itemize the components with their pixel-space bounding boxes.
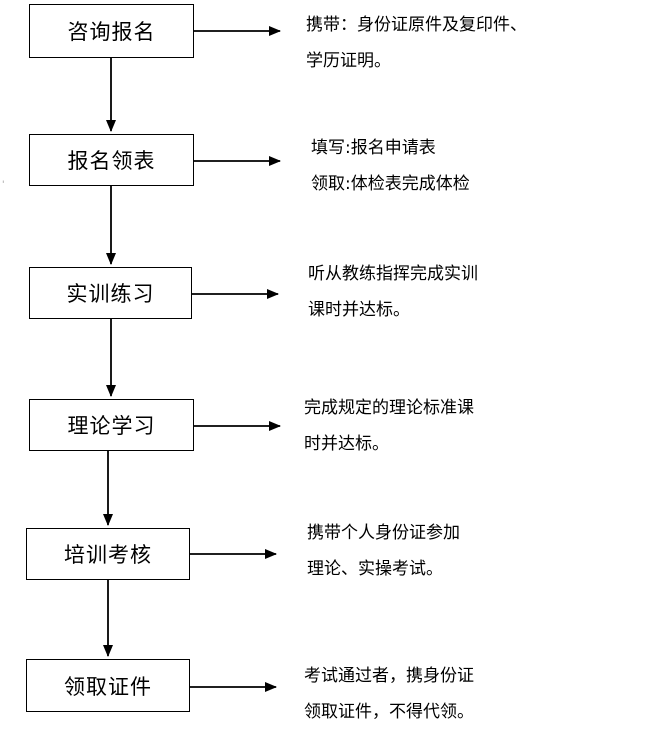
note-line: 领取:体检表完成体检 [311, 174, 470, 194]
step-note-register-form: 填写:报名申请表 领取:体检表完成体检 [311, 130, 470, 202]
step-note-training-exam: 携带个人身份证参加 理论、实操考试。 [307, 515, 460, 587]
step-box-collect-certificate: 领取证件 [26, 659, 190, 712]
step-label: 咨询报名 [67, 20, 156, 44]
note-line: 完成规定的理论标准课 [304, 398, 474, 418]
note-line: 携带个人身份证参加 [307, 523, 460, 543]
step-note-consult-register: 携带：身份证原件及复印件、 学历证明。 [306, 7, 527, 79]
step-box-practical-training: 实训练习 [29, 267, 192, 319]
note-line: 携带：身份证原件及复印件、 [306, 15, 527, 35]
step-note-practical-training: 听从教练指挥完成实训 课时并达标。 [308, 256, 478, 328]
note-line: 考试通过者，携身份证 [304, 666, 474, 686]
step-box-consult-register: 咨询报名 [29, 4, 194, 58]
note-line: 学历证明。 [306, 51, 391, 71]
step-box-register-form: 报名领表 [29, 134, 194, 186]
note-line: 理论、实操考试。 [307, 559, 443, 579]
step-label: 实训练习 [66, 282, 155, 306]
note-line: 填写:报名申请表 [311, 138, 436, 158]
step-note-theory-study: 完成规定的理论标准课 时并达标。 [304, 390, 474, 462]
stray-mark: ' [2, 180, 5, 190]
step-label: 报名领表 [67, 149, 156, 173]
step-label: 培训考核 [64, 543, 152, 567]
step-box-training-exam: 培训考核 [26, 528, 190, 580]
note-line: 时并达标。 [304, 434, 389, 454]
step-note-collect-certificate: 考试通过者，携身份证 领取证件，不得代领。 [304, 658, 474, 730]
note-line: 听从教练指挥完成实训 [308, 264, 478, 284]
step-label: 领取证件 [64, 674, 152, 699]
note-line: 领取证件，不得代领。 [304, 702, 474, 722]
step-box-theory-study: 理论学习 [29, 399, 194, 451]
note-line: 课时并达标。 [308, 300, 410, 320]
step-label: 理论学习 [67, 414, 156, 438]
